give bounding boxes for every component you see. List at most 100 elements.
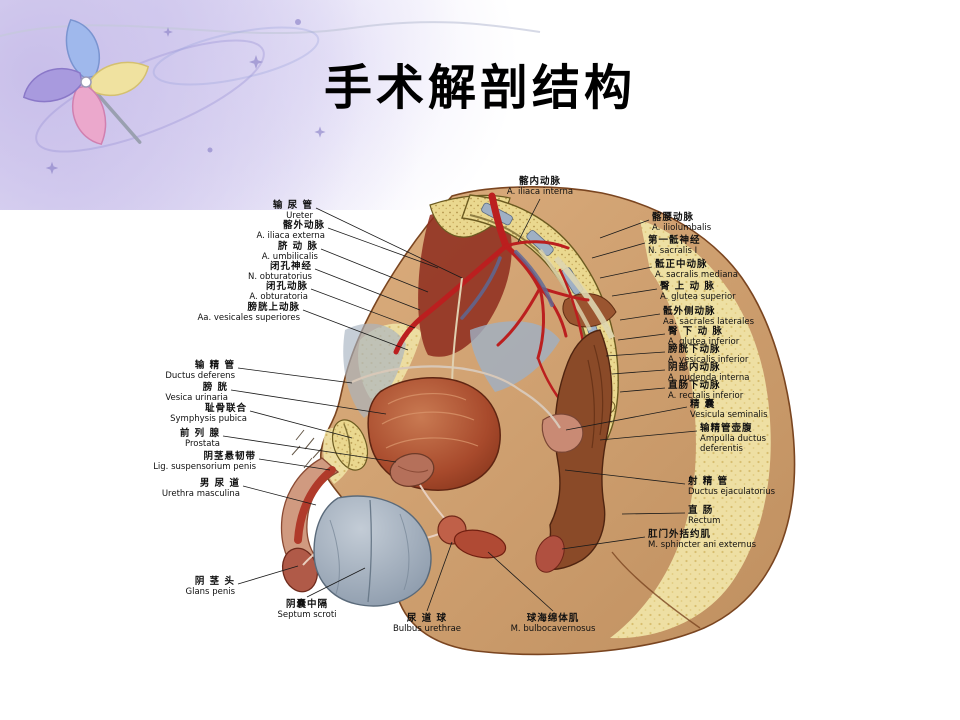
label-chinese: 髂内动脉 [518,176,562,187]
leader-line [487,551,554,612]
label-chinese: 阴部内动脉 [668,362,721,373]
leader-line [258,458,331,471]
leader-line [621,512,686,515]
lateral-sacral-artery [538,286,568,338]
pubic-hair [291,429,323,469]
leader-line [327,227,439,269]
leader-line [564,469,686,485]
seminal-vesicle [541,413,584,453]
label-chinese: 髂外动脉 [282,220,325,231]
label-chinese: 肛门外括约肌 [648,529,712,540]
rectum-texture [587,344,604,449]
label-chinese: 阴囊中隔 [285,599,328,610]
label-chinese: 臀 上 动 脉 [660,281,715,292]
label-chinese: 髂腰动脉 [652,212,695,223]
label-latin: A. glutea inferior [668,337,740,348]
leader-line [237,367,353,384]
leader-line [320,248,429,293]
label-latin: Ureter [286,211,313,222]
label-latin: A. iliolumbalis [652,223,712,234]
leader-line [249,410,353,439]
leader-line [617,333,666,341]
label-chinese: 阴茎悬韧带 [203,451,256,462]
label-latin: A. obturatoria [249,292,308,303]
label-chinese: 臀 下 动 脉 [668,326,723,337]
leader-line [611,288,658,297]
leader-line [605,351,666,357]
label-chinese: 男 尿 道 [199,478,240,489]
corpus-cavernosum [294,466,336,544]
label-chinese: 尿 道 球 [406,613,448,624]
label-chinese: 闭孔动脉 [265,281,308,292]
leader-line [517,198,541,243]
label-latin: N. sacralis I [648,246,698,257]
label-latin: Aa. sacrales laterales [663,317,755,328]
label-latin: A. rectalis inferior [668,391,744,402]
slide-title: 手术解剖结构 [323,60,636,116]
label-chinese: 直 肠 [688,505,714,516]
label-chinese: 骶外侧动脉 [663,306,716,317]
anal-sphincter-muscle [535,535,565,573]
bladder-wall-texture [381,393,479,449]
label-latin: M. sphincter ani externus [648,540,757,551]
label-latin: A. glutea superior [660,292,736,303]
label-latin: Vesica urinaria [165,393,228,404]
internal-iliac-artery [503,243,543,291]
label-chinese: 输 精 管 [194,360,235,371]
peritoneum-fold [470,321,560,392]
label-latin: A. vesicalis inferior [668,355,749,366]
label-latin: Rectum [688,516,721,527]
label-latin: Ampulla ductus deferentis [700,434,767,455]
leader-lines [222,198,698,612]
leader-line [619,313,661,321]
perineal-muscles [437,515,507,559]
label-latin: Lig. suspensorium penis [153,462,256,473]
leader-line [561,536,646,550]
leader-line [306,567,366,598]
leader-line [611,369,666,375]
bladder [367,377,501,491]
leader-line [314,268,421,311]
label-latin: A. iliaca externa [256,231,325,242]
scrotal-septum-line [367,499,372,603]
label-chinese: 膀胱下动脉 [668,344,721,355]
superior-vesical-artery [496,286,542,347]
label-chinese: 前 列 腺 [179,428,220,439]
label-chinese: 膀胱上动脉 [247,302,300,313]
label-latin: A. iliaca interna [506,187,574,198]
scrotum-texture [329,513,410,595]
label-chinese: 脐 动 脉 [277,241,318,252]
bulbocavernosus-muscle [453,529,507,559]
label-latin: Ductus deferens [165,371,235,382]
leader-line [599,266,653,279]
leader-line [591,242,646,259]
label-chinese: 第一骶神经 [648,235,701,246]
gluteal-crease [611,551,701,629]
label-chinese: 闭孔神经 [269,261,312,272]
leader-line [222,435,397,463]
prostate [389,453,435,487]
label-latin: A. umbilicalis [261,252,318,263]
abdominal-wall-muscle [343,323,406,418]
label-chinese: 精 囊 [690,399,716,410]
label-chinese: 输 尿 管 [272,200,313,211]
label-latin: Urethra masculina [161,489,240,500]
